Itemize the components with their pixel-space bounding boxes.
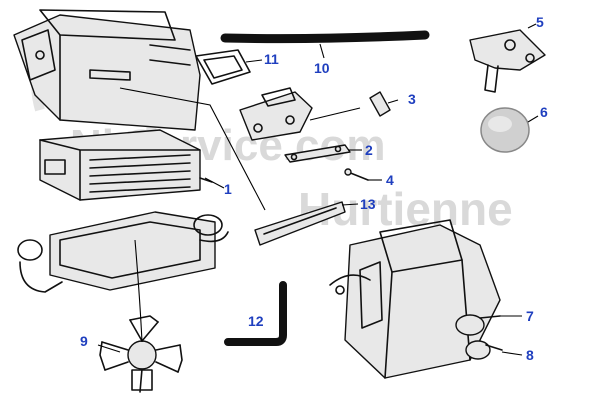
part-clip	[369, 91, 391, 117]
part-screw	[344, 168, 369, 181]
part-l-hose	[224, 281, 287, 346]
callout-10: 10	[314, 60, 330, 76]
callout-7: 7	[526, 308, 534, 324]
callout-5: 5	[536, 14, 544, 30]
part-control-valve	[239, 87, 313, 141]
callout-3: 3	[408, 91, 416, 107]
callout-9: 9	[80, 333, 88, 349]
part-water-valve	[469, 29, 546, 93]
part-gasket	[195, 49, 251, 85]
callout-6: 6	[540, 104, 548, 120]
callout-4: 4	[386, 172, 394, 188]
part-blower-fan	[99, 315, 183, 393]
part-heater-assembly	[329, 219, 503, 379]
callout-13: 13	[360, 196, 376, 212]
callout-2: 2	[365, 142, 373, 158]
leader-lines	[97, 23, 539, 356]
part-heater-core	[39, 129, 213, 201]
part-seal-strip	[254, 201, 346, 246]
part-heater-housing	[13, 9, 201, 131]
part-hose	[220, 30, 430, 44]
callout-11: 11	[264, 51, 279, 67]
part-bracket	[284, 144, 351, 163]
part-lower-housing	[17, 211, 229, 293]
callout-1: 1	[224, 181, 232, 197]
part-plug	[480, 107, 530, 153]
callout-8: 8	[526, 347, 534, 363]
callout-12: 12	[248, 313, 264, 329]
